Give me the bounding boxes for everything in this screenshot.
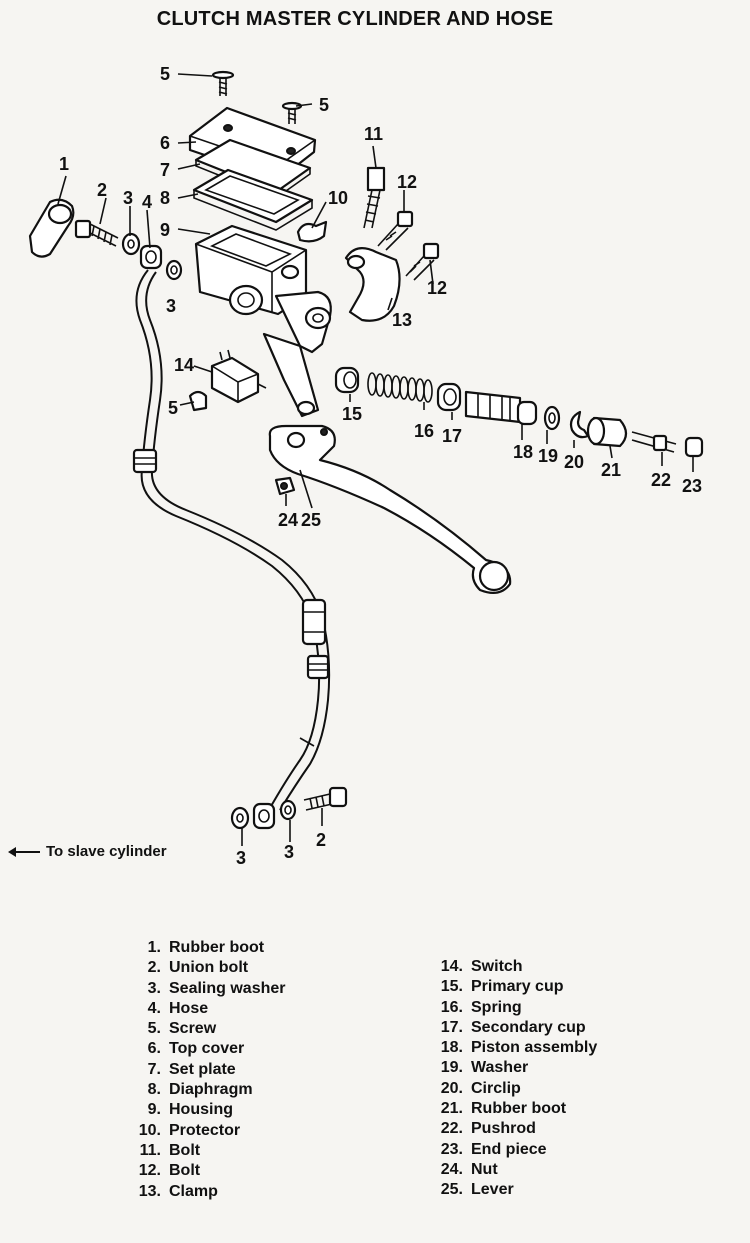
sealing-washer-part bbox=[121, 232, 141, 256]
legend-item: 6.Top cover bbox=[147, 1040, 245, 1058]
callout-2b: 2 bbox=[316, 830, 326, 850]
callout-17: 17 bbox=[442, 426, 462, 446]
legend-item: 24.Nut bbox=[440, 1160, 498, 1178]
callout-13: 13 bbox=[392, 310, 412, 330]
spring-part bbox=[367, 372, 433, 403]
screw-part bbox=[211, 70, 303, 124]
end-piece-part bbox=[684, 436, 704, 458]
primary-cup-part bbox=[334, 366, 360, 394]
callout-25: 25 bbox=[301, 510, 321, 530]
callout-10: 10 bbox=[328, 188, 348, 208]
legend-item: 21.Rubber boot bbox=[440, 1100, 567, 1118]
legend-item: 11.Bolt bbox=[139, 1141, 201, 1159]
parts-legend-right: 14.Switch 15.Primary cup 16.Spring 17.Se… bbox=[430, 957, 598, 1201]
legend-item: 12.Bolt bbox=[138, 1162, 201, 1180]
legend-item: 17.Secondary cup bbox=[440, 1018, 586, 1036]
bolt-part bbox=[377, 210, 440, 281]
parts-legend-left: 1.Rubber boot 2.Union bolt 3.Sealing was… bbox=[128, 938, 286, 1202]
legend-item: 22.Pushrod bbox=[440, 1120, 536, 1138]
callout-23: 23 bbox=[682, 476, 702, 496]
callout-21: 21 bbox=[601, 460, 621, 480]
callout-20: 20 bbox=[564, 452, 584, 472]
page-title: CLUTCH MASTER CYLINDER AND HOSE bbox=[156, 8, 554, 30]
callout-5c: 5 bbox=[168, 398, 178, 418]
legend-item: 7.Set plate bbox=[147, 1060, 236, 1078]
callout-22: 22 bbox=[651, 470, 671, 490]
legend-item: 4.Hose bbox=[147, 999, 209, 1017]
piston-part bbox=[464, 390, 538, 426]
circlip-part bbox=[569, 410, 590, 439]
callout-9: 9 bbox=[160, 220, 170, 240]
nut-part bbox=[274, 476, 296, 496]
callout-18: 18 bbox=[513, 442, 533, 462]
legend-item: 20.Circlip bbox=[440, 1079, 521, 1097]
callout-3d: 3 bbox=[284, 842, 294, 862]
slave-note-text: To slave cylinder bbox=[46, 843, 167, 860]
clamp-bolt-part bbox=[363, 166, 386, 229]
callout-6: 6 bbox=[160, 133, 170, 153]
callout-8: 8 bbox=[160, 188, 170, 208]
union-bolt-part bbox=[74, 219, 119, 247]
pushrod-part bbox=[631, 431, 677, 453]
housing-part bbox=[194, 224, 332, 418]
diagram-parts bbox=[28, 70, 704, 846]
callout-3: 3 bbox=[123, 188, 133, 208]
legend-item: 3.Sealing washer bbox=[147, 979, 286, 997]
callout-5a: 5 bbox=[160, 64, 170, 84]
legend-item: 25.Lever bbox=[440, 1181, 514, 1199]
legend-item: 14.Switch bbox=[440, 958, 523, 975]
lower-union-bolt-part bbox=[303, 786, 348, 811]
legend-item: 1.Rubber boot bbox=[147, 939, 265, 956]
callout-11: 11 bbox=[364, 124, 383, 144]
piston-boot-part bbox=[586, 416, 628, 448]
legend-item: 13.Clamp bbox=[138, 1182, 218, 1200]
clamp-part bbox=[344, 247, 401, 322]
callout-14: 14 bbox=[174, 355, 194, 375]
callout-12b: 12 bbox=[427, 278, 447, 298]
callout-2: 2 bbox=[97, 180, 107, 200]
callout-15: 15 bbox=[342, 404, 362, 424]
callout-4: 4 bbox=[142, 192, 152, 212]
callout-3b: 3 bbox=[166, 296, 176, 316]
legend-item: 10.Protector bbox=[138, 1121, 241, 1139]
callout-labels: 1 2 3 4 3 5 5 6 7 8 9 10 11 12 12 13 14 … bbox=[59, 64, 702, 868]
lever-part bbox=[268, 424, 512, 595]
rubber-boot-part bbox=[28, 198, 75, 258]
legend-item: 9.Housing bbox=[147, 1101, 233, 1119]
left-arrow-icon bbox=[8, 846, 40, 857]
callout-16: 16 bbox=[414, 421, 434, 441]
legend-item: 15.Primary cup bbox=[440, 978, 564, 996]
callout-24: 24 bbox=[278, 510, 298, 530]
callout-12a: 12 bbox=[397, 172, 417, 192]
hose-banjo-part bbox=[139, 244, 163, 270]
callout-5b: 5 bbox=[319, 95, 329, 115]
legend-item: 23.End piece bbox=[440, 1140, 547, 1158]
callout-19: 19 bbox=[538, 446, 558, 466]
washer-part bbox=[543, 405, 561, 431]
to-slave-cylinder-note: To slave cylinder bbox=[8, 843, 167, 860]
legend-item: 19.Washer bbox=[440, 1059, 529, 1077]
protector-part bbox=[296, 220, 328, 243]
legend-item: 2.Union bolt bbox=[147, 959, 249, 977]
callout-3c: 3 bbox=[236, 848, 246, 868]
legend-item: 16.Spring bbox=[440, 998, 522, 1016]
callout-7: 7 bbox=[160, 160, 170, 180]
callout-1: 1 bbox=[59, 154, 69, 174]
legend-item: 18.Piston assembly bbox=[440, 1039, 598, 1057]
legend-item: 5.Screw bbox=[147, 1020, 217, 1038]
hose-line bbox=[132, 269, 331, 811]
legend-item: 8.Diaphragm bbox=[147, 1081, 253, 1099]
switch-part bbox=[210, 349, 267, 404]
